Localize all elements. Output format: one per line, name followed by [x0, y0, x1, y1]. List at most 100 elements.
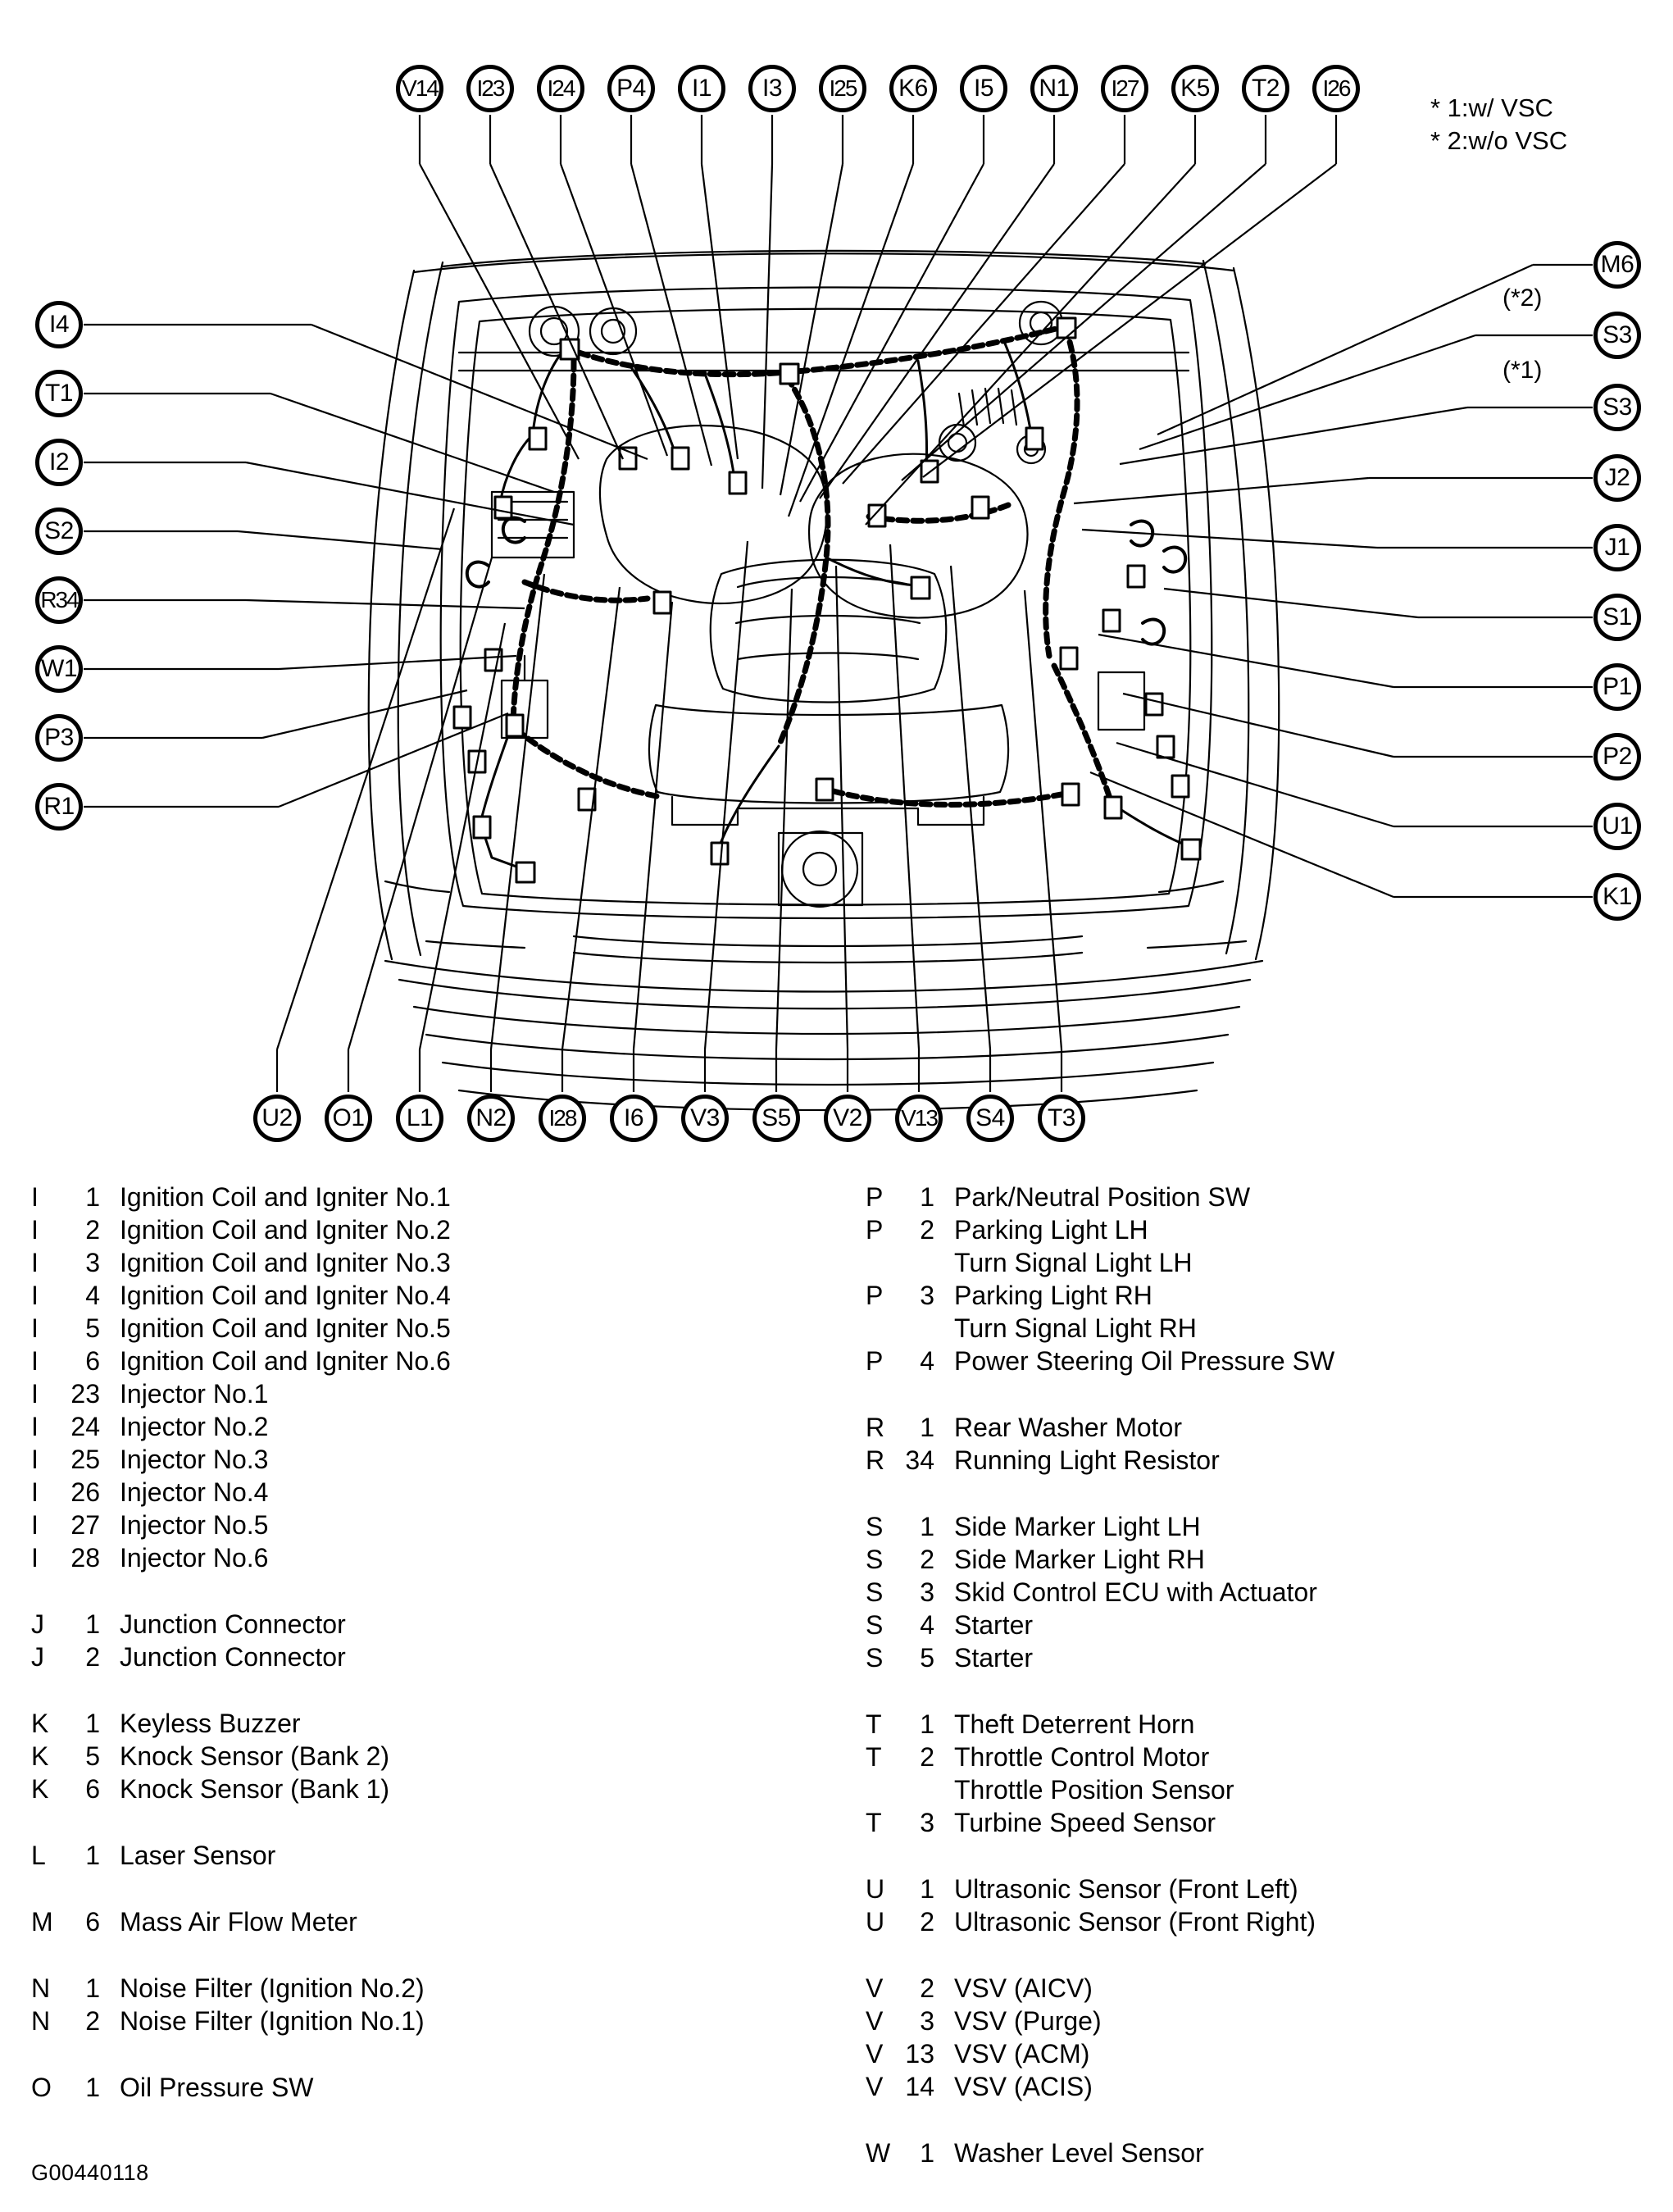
callout-p4[interactable]: P4 [607, 65, 655, 112]
callout-u1[interactable]: U1 [1593, 803, 1641, 850]
legend-code-number: 3 [85, 1248, 100, 1277]
callout-k1[interactable]: K1 [1593, 873, 1641, 921]
legend-description: Keyless Buzzer [120, 1709, 301, 1738]
callout-o1[interactable]: O1 [325, 1095, 372, 1142]
callout-i28[interactable]: I28 [539, 1095, 586, 1142]
callout-v14[interactable]: V14 [396, 65, 443, 112]
legend-spacer [31, 2037, 810, 2071]
legend-code-number: 2 [920, 1973, 934, 2003]
callout-k5[interactable]: K5 [1171, 65, 1219, 112]
callout-r34[interactable]: R34 [35, 576, 83, 624]
callout-p2[interactable]: P2 [1593, 733, 1641, 781]
legend-code-letter: K [31, 1774, 49, 1804]
legend-description: Junction Connector [120, 1642, 346, 1672]
callout-j1[interactable]: J1 [1593, 524, 1641, 571]
callout-i5[interactable]: I5 [960, 65, 1007, 112]
callout-v2[interactable]: V2 [824, 1095, 871, 1142]
legend-code-letter: W [866, 2138, 891, 2168]
legend-description: VSV (ACM) [954, 2039, 1090, 2069]
legend-code-letter: J [31, 1642, 44, 1672]
legend-description: Washer Level Sensor [954, 2138, 1204, 2168]
legend-code-letter: P [866, 1182, 884, 1212]
legend-description: Injector No.3 [120, 1445, 269, 1474]
callout-s4[interactable]: S4 [966, 1095, 1014, 1142]
callout-i25[interactable]: I25 [819, 65, 866, 112]
callout-i2[interactable]: I2 [35, 439, 83, 486]
callout-u2[interactable]: U2 [253, 1095, 301, 1142]
callout-r1[interactable]: R1 [35, 783, 83, 831]
legend-description: VSV (AICV) [954, 1973, 1093, 2003]
callout-w1[interactable]: W1 [35, 645, 83, 693]
callout-i6[interactable]: I6 [610, 1095, 657, 1142]
callout-v13[interactable]: V13 [895, 1095, 943, 1142]
legend-code-number: 25 [70, 1445, 100, 1474]
callout-s5[interactable]: S5 [752, 1095, 800, 1142]
callout-l1[interactable]: L1 [396, 1095, 443, 1142]
callout-k6[interactable]: K6 [889, 65, 937, 112]
legend-code-number: 2 [85, 1215, 100, 1245]
callout-s1[interactable]: S1 [1593, 594, 1641, 641]
callout-p1[interactable]: P1 [1593, 663, 1641, 711]
legend-description: Rear Washer Motor [954, 1413, 1182, 1442]
callout-j2[interactable]: J2 [1593, 454, 1641, 502]
callout-star-note: (*2) [1503, 284, 1543, 312]
callout-i27[interactable]: I27 [1101, 65, 1148, 112]
callout-m6[interactable]: M6 [1593, 241, 1641, 289]
legend-spacer [31, 1805, 810, 1839]
callout-s3[interactable]: S3 [1593, 384, 1641, 431]
legend-description-continued: Turn Signal Light LH [954, 1248, 1193, 1277]
legend-code-letter: S [866, 1643, 884, 1673]
legend-code-number: 14 [905, 2072, 934, 2101]
legend-description: Knock Sensor (Bank 1) [120, 1774, 390, 1804]
legend-code-number: 34 [905, 1445, 934, 1475]
legend-description: Skid Control ECU with Actuator [954, 1577, 1317, 1607]
legend-description: Turbine Speed Sensor [954, 1808, 1216, 1837]
callout-i4[interactable]: I4 [35, 301, 83, 348]
legend-code-letter: I [31, 1215, 39, 1245]
legend-description: Ignition Coil and Igniter No.4 [120, 1281, 451, 1310]
callout-i23[interactable]: I23 [466, 65, 514, 112]
callout-i24[interactable]: I24 [537, 65, 584, 112]
callout-i1[interactable]: I1 [678, 65, 725, 112]
legend-code-number: 1 [920, 1874, 934, 1904]
legend-description: VSV (ACIS) [954, 2072, 1093, 2101]
callout-s2[interactable]: S2 [35, 507, 83, 555]
callout-t2[interactable]: T2 [1242, 65, 1289, 112]
legend-description: Power Steering Oil Pressure SW [954, 1346, 1335, 1376]
callout-n1[interactable]: N1 [1030, 65, 1078, 112]
legend-description: Injector No.6 [120, 1543, 269, 1573]
legend-code-number: 27 [70, 1510, 100, 1540]
legend-code-number: 2 [920, 1545, 934, 1574]
callout-p3[interactable]: P3 [35, 714, 83, 762]
legend-description: Oil Pressure SW [120, 2073, 314, 2102]
callout-v3[interactable]: V3 [681, 1095, 729, 1142]
callout-t1[interactable]: T1 [35, 370, 83, 417]
legend-code-letter: R [866, 1445, 885, 1475]
callout-s3[interactable]: S3 [1593, 312, 1641, 359]
legend-spacer [31, 1872, 810, 1905]
callout-i26[interactable]: I26 [1312, 65, 1360, 112]
legend-spacer [866, 1477, 1644, 1510]
legend-code-letter: I [31, 1346, 39, 1376]
callout-n2[interactable]: N2 [467, 1095, 515, 1142]
callout-i3[interactable]: I3 [748, 65, 796, 112]
callout-t3[interactable]: T3 [1038, 1095, 1085, 1142]
legend-spacer [31, 1673, 810, 1707]
legend-description: Knock Sensor (Bank 2) [120, 1741, 390, 1771]
